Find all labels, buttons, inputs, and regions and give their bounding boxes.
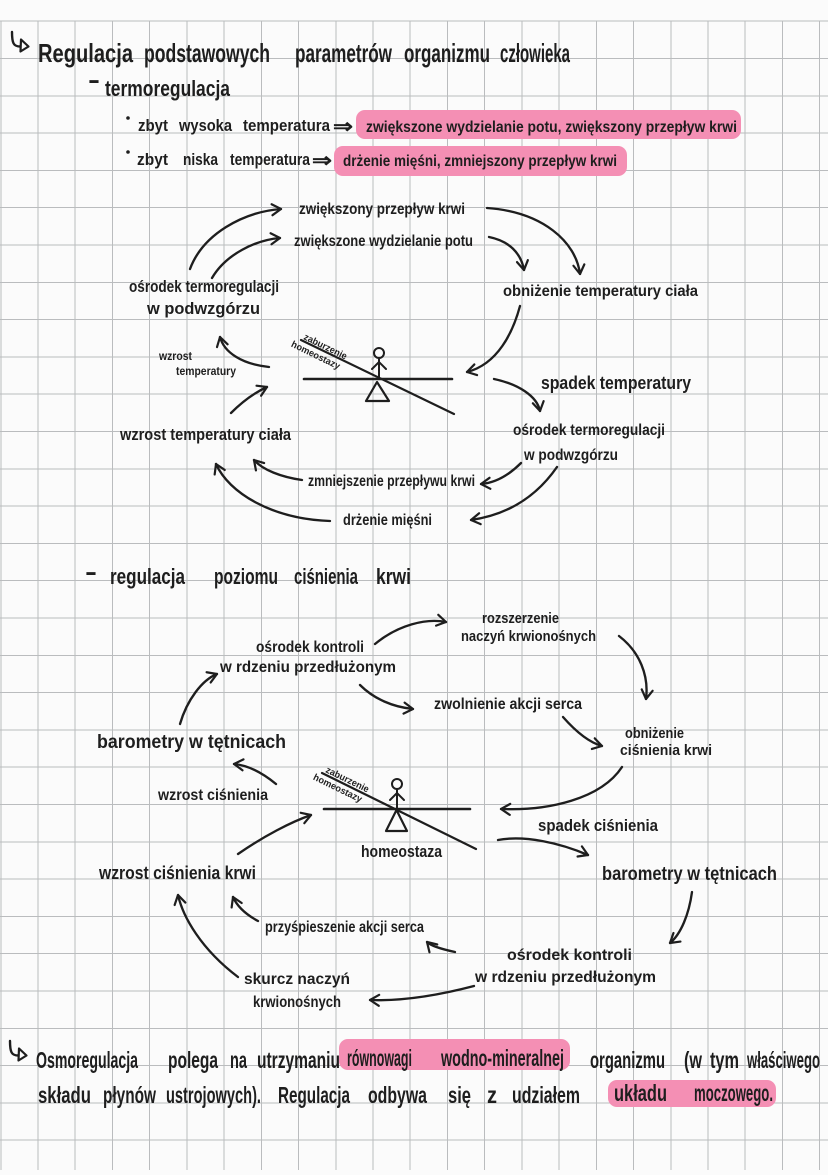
svg-text:w rdzeniu przedłużonym: w rdzeniu przedłużonym xyxy=(474,969,656,986)
svg-text:na: na xyxy=(230,1047,247,1073)
svg-text:drżenie mięśni, zmniejszony pr: drżenie mięśni, zmniejszony przepływ krw… xyxy=(343,153,617,170)
svg-text:Regulacja: Regulacja xyxy=(278,1082,350,1108)
svg-text:w podwzgórzu: w podwzgórzu xyxy=(523,447,618,464)
svg-text:drżenie mięśni: drżenie mięśni xyxy=(343,512,432,529)
svg-text:się: się xyxy=(448,1082,471,1108)
svg-text:barometry w tętnicach: barometry w tętnicach xyxy=(602,864,777,885)
svg-text:zwolnienie akcji serca: zwolnienie akcji serca xyxy=(434,696,582,713)
svg-text:ośrodek kontroli: ośrodek kontroli xyxy=(507,947,632,964)
svg-text:właściwego: właściwego xyxy=(746,1047,820,1073)
svg-text:organizmu: organizmu xyxy=(590,1047,665,1073)
svg-text:utrzymaniu: utrzymaniu xyxy=(257,1047,340,1073)
svg-text:wzrost: wzrost xyxy=(158,349,192,363)
svg-text:barometry w tętnicach: barometry w tętnicach xyxy=(97,732,286,753)
svg-text:podstawowych: podstawowych xyxy=(144,38,270,68)
svg-text:-: - xyxy=(88,67,100,94)
svg-text:rozszerzenie: rozszerzenie xyxy=(482,610,559,627)
svg-text:z: z xyxy=(487,1082,497,1108)
svg-text:wzrost ciśnienia krwi: wzrost ciśnienia krwi xyxy=(98,863,256,883)
svg-text:równowagi: równowagi xyxy=(347,1045,412,1071)
svg-text:naczyń krwionośnych: naczyń krwionośnych xyxy=(461,628,596,645)
svg-text:Osmoregulacja: Osmoregulacja xyxy=(36,1047,138,1073)
svg-text:-: - xyxy=(85,559,97,586)
svg-text:polega: polega xyxy=(168,1047,218,1073)
svg-text:temperatura: temperatura xyxy=(243,116,330,135)
svg-text:obniżenie: obniżenie xyxy=(625,725,684,742)
svg-text:⇒: ⇒ xyxy=(312,150,332,172)
svg-text:zwiększone wydzielanie potu: zwiększone wydzielanie potu xyxy=(294,233,473,250)
svg-text:zbyt: zbyt xyxy=(137,150,168,169)
svg-text:organizmu: organizmu xyxy=(404,38,490,68)
svg-text:w podwzgórzu: w podwzgórzu xyxy=(146,299,260,318)
svg-text:skurcz naczyń: skurcz naczyń xyxy=(244,971,350,988)
svg-text:wodno-mineralnej: wodno-mineralnej xyxy=(440,1045,564,1071)
svg-text:krwionośnych: krwionośnych xyxy=(253,994,341,1011)
svg-text:ciśnienia: ciśnienia xyxy=(294,564,359,589)
svg-text:płynów: płynów xyxy=(103,1082,156,1108)
svg-text:udziałem: udziałem xyxy=(512,1082,580,1108)
svg-text:zwiększony przepływ krwi: zwiększony przepływ krwi xyxy=(299,201,465,218)
svg-text:niska: niska xyxy=(183,150,218,169)
svg-text:ustrojowych).: ustrojowych). xyxy=(166,1082,261,1108)
svg-text:człowieka: człowieka xyxy=(500,38,570,68)
svg-text:ciśnienia krwi: ciśnienia krwi xyxy=(620,742,712,759)
svg-text:temperatury: temperatury xyxy=(176,364,236,378)
svg-text:w rdzeniu przedłużonym: w rdzeniu przedłużonym xyxy=(219,659,396,676)
svg-text:wzrost ciśnienia: wzrost ciśnienia xyxy=(157,787,268,804)
svg-text:odbywa: odbywa xyxy=(368,1082,427,1108)
svg-text:Regulacja: Regulacja xyxy=(38,38,133,68)
svg-text:parametrów: parametrów xyxy=(295,38,393,68)
svg-text:(w: (w xyxy=(684,1047,702,1073)
svg-text:układu: układu xyxy=(614,1080,667,1106)
svg-text:poziomu: poziomu xyxy=(214,564,278,589)
svg-text:termoregulacja: termoregulacja xyxy=(105,76,231,101)
svg-text:regulacja: regulacja xyxy=(110,564,186,589)
svg-text:obniżenie temperatury ciała: obniżenie temperatury ciała xyxy=(503,283,698,300)
svg-text:zwiększone wydzielanie potu,: zwiększone wydzielanie potu, zwiększony … xyxy=(366,119,737,136)
svg-text:ośrodek termoregulacji: ośrodek termoregulacji xyxy=(129,277,279,296)
svg-text:spadek temperatury: spadek temperatury xyxy=(541,373,691,393)
svg-text:zbyt: zbyt xyxy=(138,116,168,135)
svg-text:homeostaza: homeostaza xyxy=(361,842,442,861)
svg-text:wzrost temperatury ciała: wzrost temperatury ciała xyxy=(119,425,291,444)
svg-text:spadek ciśnienia: spadek ciśnienia xyxy=(538,816,658,835)
svg-text:temperatura: temperatura xyxy=(230,150,310,169)
svg-text:ośrodek termoregulacji: ośrodek termoregulacji xyxy=(513,422,665,439)
svg-text:ośrodek kontroli: ośrodek kontroli xyxy=(256,639,364,656)
svg-text:zmniejszenie przepływu krwi: zmniejszenie przepływu krwi xyxy=(308,473,475,490)
svg-text:krwi: krwi xyxy=(376,564,411,589)
svg-text:moczowego.: moczowego. xyxy=(694,1080,773,1106)
svg-text:składu: składu xyxy=(38,1082,91,1108)
svg-text:tym: tym xyxy=(710,1047,739,1073)
svg-text:⇒: ⇒ xyxy=(333,116,353,138)
svg-text:wysoka: wysoka xyxy=(178,116,232,135)
svg-text:przyśpieszenie akcji serca: przyśpieszenie akcji serca xyxy=(265,919,424,936)
